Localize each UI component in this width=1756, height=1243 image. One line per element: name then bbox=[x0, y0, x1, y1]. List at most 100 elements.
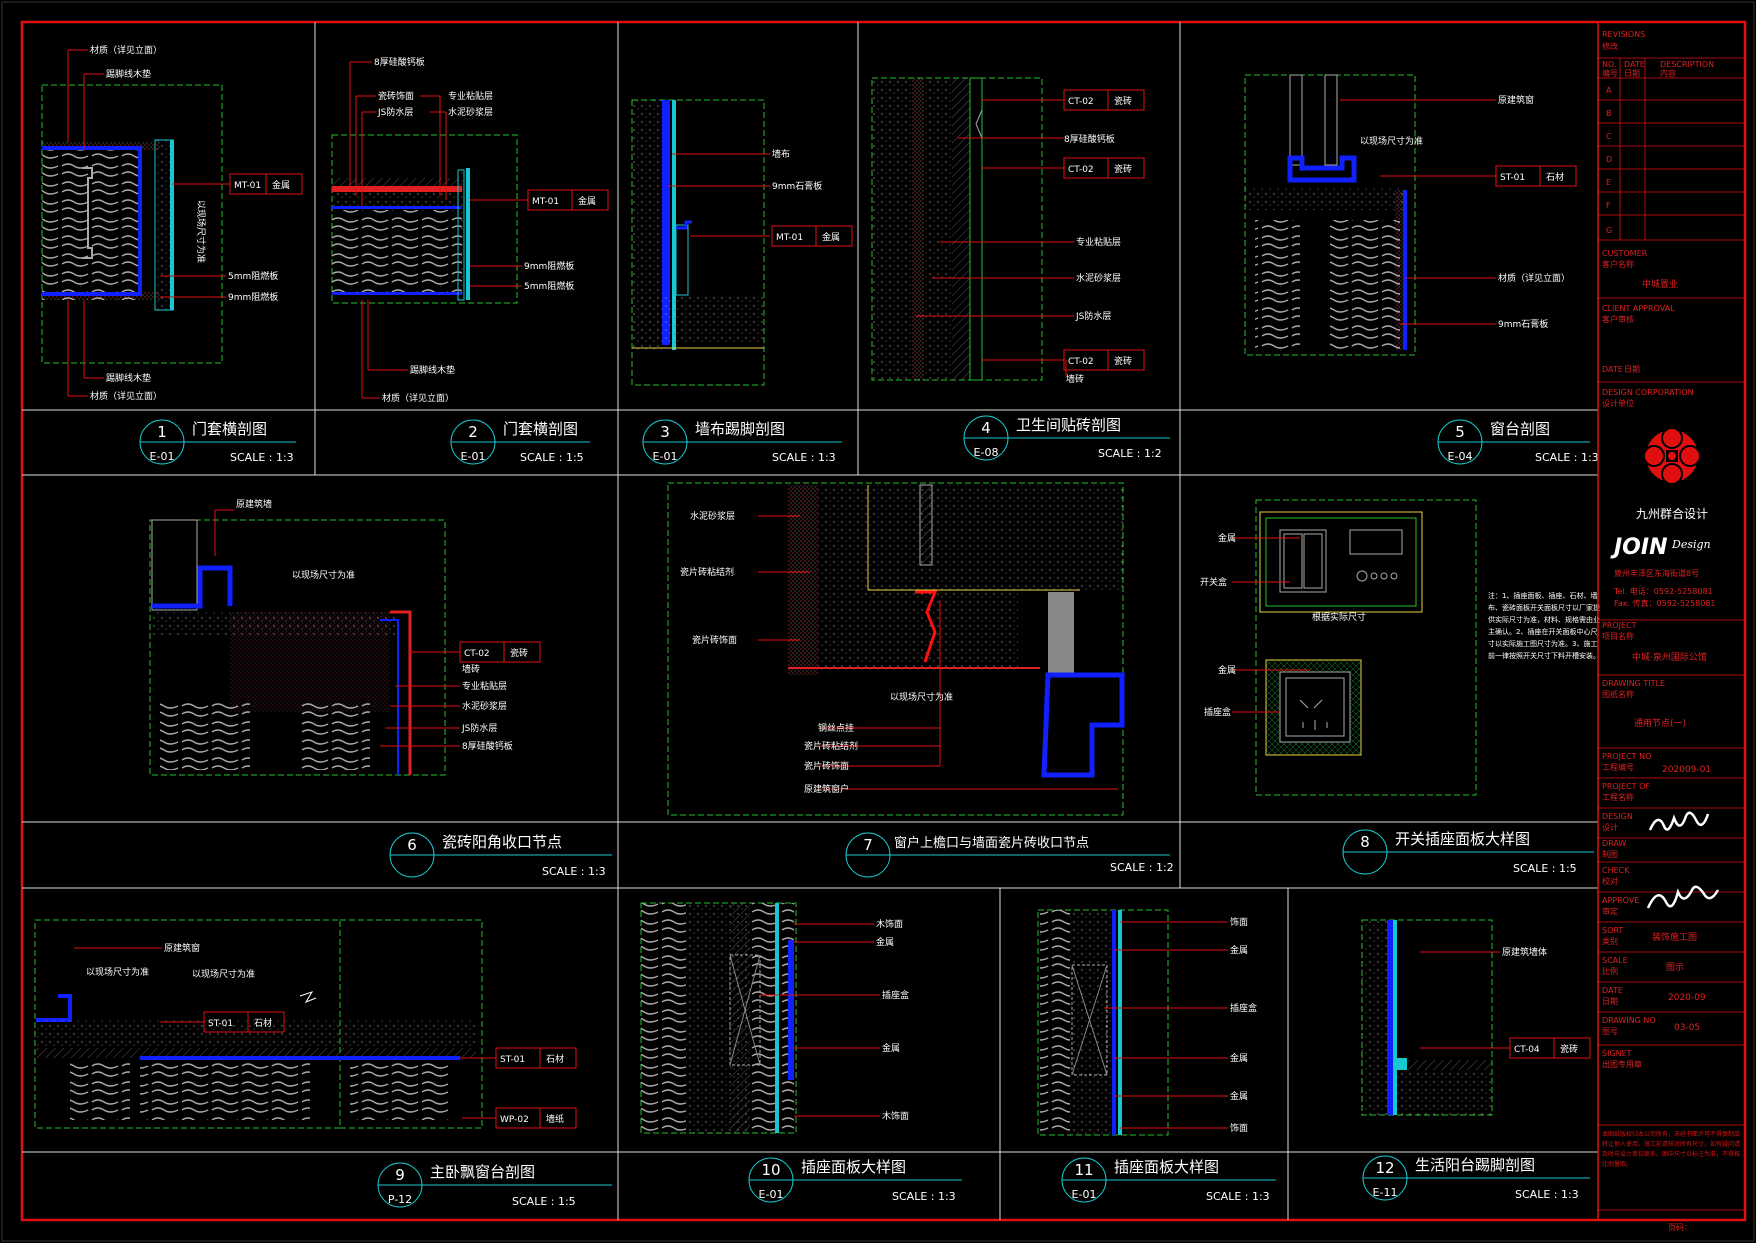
detail-9-scale: SCALE : 1:5 bbox=[512, 1195, 576, 1208]
detail-title-3: 3 E-01 墙布踢脚剖图 SCALE : 1:3 bbox=[642, 419, 842, 465]
d8-label-c: 金属 bbox=[1218, 664, 1236, 676]
d2-label-c: JS防水层 bbox=[377, 106, 413, 118]
d12-tag-code: CT-04 bbox=[1514, 1045, 1540, 1055]
detail-11: 饰面 金属 插座盒 金属 金属 饰面 bbox=[1037, 909, 1257, 1136]
tb-tel: Tel. 电话：0592-5258081 bbox=[1613, 586, 1713, 596]
tb-pof: PROJECT OF bbox=[1602, 782, 1650, 791]
d4-tags: CT-02 瓷砖 CT-02 瓷砖 CT-02 瓷砖 bbox=[1063, 89, 1145, 371]
d2-label-f: 9mm阻燃板 bbox=[524, 260, 574, 272]
d4-tag3-mat: 瓷砖 bbox=[1114, 355, 1132, 367]
tb-project: PROJECT bbox=[1602, 621, 1637, 630]
tb-scale: SCALE bbox=[1602, 956, 1628, 965]
detail-5: 原建筑窗 以现场尺寸为准 材质（详见立面） 9mm石膏板 ST-01 石材 bbox=[1244, 74, 1577, 356]
tb-rev-row-c: C bbox=[1606, 132, 1612, 141]
d10-label-e: 木饰面 bbox=[882, 1110, 909, 1122]
detail-1-ref: E-01 bbox=[150, 450, 175, 463]
d9-tag2-mat: 石材 bbox=[546, 1053, 564, 1065]
d7-label-b: 瓷片砖粘结剂 bbox=[680, 566, 734, 578]
tb-date-cn: 日期 bbox=[1624, 365, 1640, 374]
tb-sort: SORT bbox=[1602, 926, 1623, 935]
detail-10-title: 插座面板大样图 bbox=[801, 1158, 906, 1176]
tb-rev-row-b: B bbox=[1606, 109, 1612, 118]
detail-10: 木饰面 金属 插座盒 金属 木饰面 bbox=[640, 902, 909, 1134]
d4-label-c: 水泥砂浆层 bbox=[1076, 272, 1121, 284]
d4-tag1-mat: 瓷砖 bbox=[1114, 95, 1132, 107]
d9-tag1-mat: 石材 bbox=[254, 1017, 272, 1029]
tb-dno: DRAWING NO bbox=[1602, 1016, 1656, 1025]
d4-label-d: JS防水层 bbox=[1075, 310, 1111, 322]
detail-9-ref: P-12 bbox=[388, 1193, 412, 1206]
d11-label-b: 金属 bbox=[1230, 944, 1248, 956]
tb-rev-row-g: G bbox=[1606, 226, 1612, 235]
detail-title-8: 8 开关插座面板大样图 SCALE : 1:5 bbox=[1342, 829, 1594, 875]
detail-2-num: 2 bbox=[468, 423, 478, 441]
tb-check: CHECK bbox=[1602, 866, 1630, 875]
d7-label-d: 以现场尺寸为准 bbox=[890, 691, 953, 703]
tb-pno-val: 202009-01 bbox=[1662, 765, 1711, 775]
tb-design: DESIGN bbox=[1602, 812, 1633, 821]
detail-1: 材质（详见立面） 踢脚线木垫 5mm阻燃板 9mm阻燃板 踢脚线木垫 材质（详见… bbox=[41, 44, 303, 402]
d5-label-c: 材质（详见立面） bbox=[1498, 272, 1570, 284]
d9-tag3-mat: 墙纸 bbox=[546, 1113, 564, 1125]
detail-4-num: 4 bbox=[981, 419, 991, 437]
d6-label-b: 以现场尺寸为准 bbox=[292, 569, 355, 581]
check-signature bbox=[1646, 885, 1720, 909]
detail-4: 8厚硅酸钙板 专业粘贴层 水泥砂浆层 JS防水层 墙砖 CT-02 瓷砖 CT-… bbox=[871, 77, 1145, 385]
grid-lines bbox=[22, 22, 1598, 1220]
d5-label-a: 原建筑窗 bbox=[1498, 94, 1534, 106]
d3-tag-mat: 金属 bbox=[822, 231, 840, 243]
d6-tag-code: CT-02 bbox=[464, 649, 490, 659]
detail-6-title: 瓷砖阳角收口节点 bbox=[442, 833, 562, 851]
tb-date2-cn: 日期 bbox=[1602, 997, 1618, 1006]
d1-label-e: 踢脚线木垫 bbox=[106, 372, 151, 384]
d4-tag2-code: CT-02 bbox=[1068, 165, 1094, 175]
tb-rev-row-a: A bbox=[1606, 86, 1612, 95]
detail-3-ref: E-01 bbox=[653, 450, 678, 463]
tb-date2-val: 2020-09 bbox=[1668, 993, 1706, 1003]
tb-customer: CUSTOMER bbox=[1602, 249, 1648, 258]
detail-title-12: 12 E-11 生活阳台踢脚剖图 SCALE : 1:3 bbox=[1362, 1155, 1590, 1201]
tb-sort-cn: 类别 bbox=[1602, 936, 1618, 946]
tb-rev-col-cn-0: 编号 bbox=[1602, 68, 1618, 78]
tb-approval-cn: 客户审核 bbox=[1602, 314, 1634, 324]
d2-label-i: 材质（详见立面） bbox=[382, 392, 454, 404]
tb-rev-col-cn-1: 日期 bbox=[1624, 69, 1640, 78]
tb-approve-cn: 审定 bbox=[1602, 906, 1618, 916]
detail-12: 原建筑墙体 CT-04 瓷砖 bbox=[1361, 919, 1591, 1116]
d10-label-d: 金属 bbox=[882, 1042, 900, 1054]
d5-tag-code: ST-01 bbox=[1500, 173, 1525, 183]
detail-8-scale: SCALE : 1:5 bbox=[1513, 862, 1577, 875]
d7-label-g: 瓷片砖饰面 bbox=[804, 760, 849, 772]
tb-pno: PROJECT NO bbox=[1602, 752, 1651, 761]
tb-addr: 泉州丰泽区东海街道8号 bbox=[1614, 568, 1699, 578]
d1-dim-label: 以现场尺寸为准 bbox=[195, 200, 207, 263]
tb-customer-val: 中城置业 bbox=[1642, 278, 1678, 290]
detail-title-9: 9 P-12 主卧飘窗台剖图 SCALE : 1:5 bbox=[377, 1162, 612, 1208]
d1-label-c: 5mm阻燃板 bbox=[228, 270, 278, 282]
d2-label-a: 8厚硅酸钙板 bbox=[374, 56, 425, 68]
tb-note: 本图纸版权归本公司所有，未经书面许可不得复制或转让他人使用。施工前请核对所有尺寸… bbox=[1602, 1131, 1740, 1168]
detail-2: 8厚硅酸钙板 瓷砖饰面 JS防水层 专业粘贴层 水泥砂浆层 9mm阻燃板 5mm… bbox=[331, 56, 609, 404]
tb-revisions-cn: 修改 bbox=[1602, 41, 1618, 51]
brand-sub: Design bbox=[1671, 538, 1711, 551]
d9-tag1-code: ST-01 bbox=[208, 1019, 233, 1029]
detail-7-num: 7 bbox=[863, 836, 873, 854]
tb-date: DATE bbox=[1602, 365, 1623, 374]
detail-3: 墙布 9mm石膏板 MT-01 金属 bbox=[631, 99, 853, 386]
tb-draw: DRAW bbox=[1602, 839, 1626, 848]
detail-titles: 1 E-01 门套横剖图 SCALE : 1:3 2 E-01 门套横剖图 SC… bbox=[139, 415, 1599, 1208]
d2-label-g: 5mm阻燃板 bbox=[524, 280, 574, 292]
tb-approval: CLIENT APPROVAL bbox=[1602, 304, 1675, 313]
d12-tag-mat: 瓷砖 bbox=[1560, 1043, 1578, 1055]
tb-check-cn: 校对 bbox=[1602, 876, 1618, 886]
tb-rev-row-e: E bbox=[1606, 178, 1611, 187]
detail-4-title: 卫生间贴砖剖图 bbox=[1016, 416, 1121, 434]
tb-page: 页码： bbox=[1668, 1223, 1692, 1232]
d9-label-a: 原建筑窗 bbox=[164, 942, 200, 954]
d1-label-b: 踢脚线木垫 bbox=[106, 68, 151, 80]
d2-label-e: 水泥砂浆层 bbox=[448, 106, 493, 118]
d8-label-b: 开关盒 bbox=[1200, 576, 1227, 588]
d8-note: 注：1、插座面板、插座、石材、墙布、瓷砖面板开关面板尺寸以厂家提供实际尺寸为准，… bbox=[1488, 592, 1600, 660]
tb-project-cn: 项目名称 bbox=[1602, 631, 1634, 641]
